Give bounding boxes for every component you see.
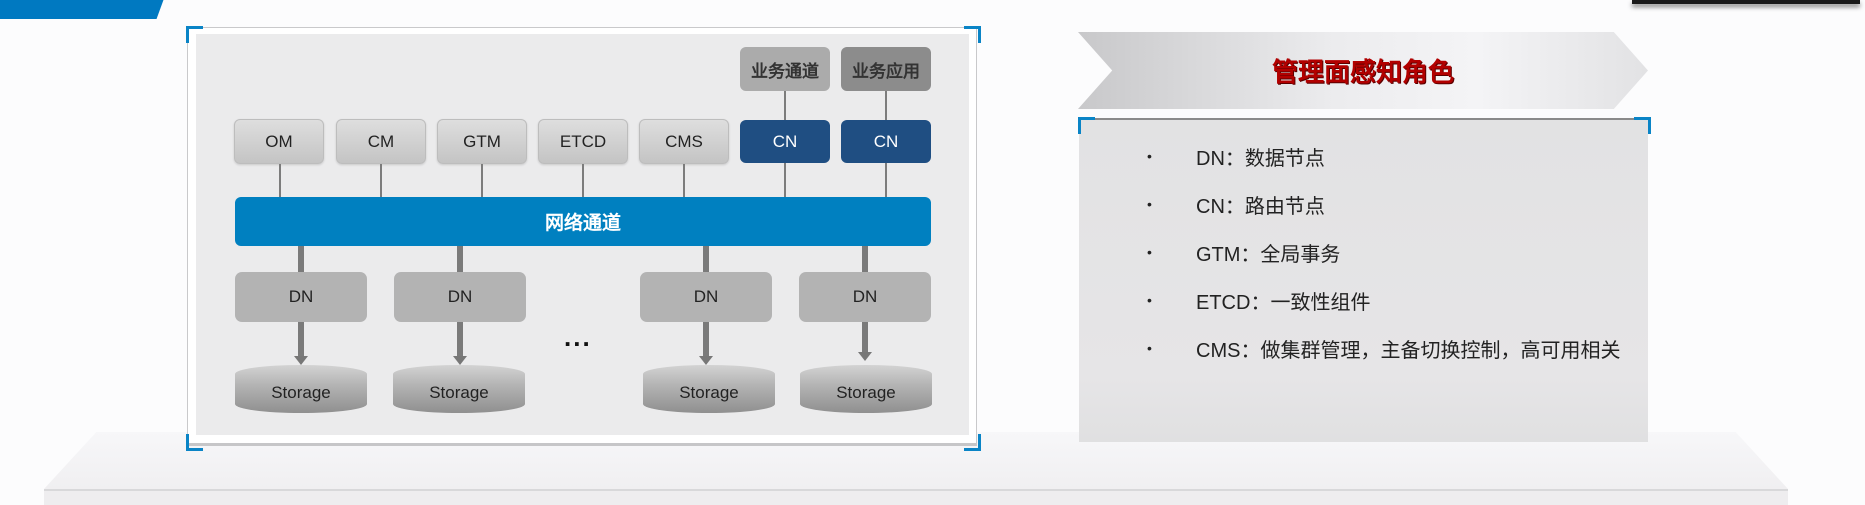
bullet-icon: • <box>1147 244 1152 260</box>
dn-node: DN <box>640 272 772 322</box>
panel-title: 管理面感知角色 <box>1271 57 1454 87</box>
list-item-text: CN：路由节点 <box>1196 195 1325 218</box>
cn-node: CN <box>841 120 931 163</box>
connector-line <box>784 91 786 120</box>
list-item: • CN：路由节点 <box>1145 180 1620 228</box>
business-channel-node: 业务通道 <box>740 47 830 91</box>
connector-line <box>703 246 709 272</box>
cm-node: CM <box>336 119 426 164</box>
title-chevron-banner <box>1078 32 1648 109</box>
connector-line <box>582 164 584 197</box>
panel-corner-tr <box>1634 117 1651 134</box>
top-right-dark-bar <box>1632 0 1860 4</box>
arrow-shaft <box>703 322 709 356</box>
list-item: • CMS：做集群管理，主备切换控制，高可用相关 <box>1145 324 1620 372</box>
connector-line <box>279 164 281 197</box>
list-item-text: GTM：全局事务 <box>1196 243 1341 266</box>
arrow-shaft <box>862 322 868 352</box>
list-item: • ETCD：一致性组件 <box>1145 276 1620 324</box>
dn-node: DN <box>235 272 367 322</box>
frame-corner-bl <box>186 434 203 451</box>
frame-corner-tl <box>186 26 203 43</box>
cn-node: CN <box>740 120 830 163</box>
connector-line <box>457 246 463 272</box>
bullet-icon: • <box>1147 196 1152 212</box>
arrow-shaft <box>298 322 304 356</box>
connector-line <box>298 246 304 272</box>
platform-edge <box>44 489 1788 505</box>
header-accent-bar <box>0 0 155 19</box>
om-node: OM <box>234 119 324 164</box>
dn-node: DN <box>394 272 526 322</box>
arrow-down-icon <box>858 352 872 361</box>
gtm-node: GTM <box>437 119 527 164</box>
roles-list: •DN：数据节点 •CN：路由节点 •GTM：全局事务 •ETCD：一致性组件 … <box>1145 132 1620 372</box>
network-channel-bar: 网络通道 <box>235 197 931 246</box>
connector-line <box>380 164 382 197</box>
connector-line <box>683 164 685 197</box>
connector-line <box>885 163 887 197</box>
bullet-icon: • <box>1147 148 1152 164</box>
storage-cylinder: Storage <box>643 365 775 413</box>
list-item-text: DN：数据节点 <box>1196 147 1325 170</box>
storage-cylinder: Storage <box>800 365 932 413</box>
bullet-icon: • <box>1147 292 1152 308</box>
list-item: • GTM：全局事务 <box>1145 228 1620 276</box>
list-item-text: ETCD：一致性组件 <box>1196 291 1371 314</box>
etcd-node: ETCD <box>538 119 628 164</box>
frame-corner-tr <box>964 26 981 43</box>
cms-node: CMS <box>639 119 729 164</box>
business-application-node: 业务应用 <box>841 47 931 91</box>
dn-node: DN <box>799 272 931 322</box>
list-item-text: CMS：做集群管理，主备切换控制，高可用相关 <box>1196 339 1621 362</box>
connector-line <box>481 164 483 197</box>
connector-line <box>862 246 868 272</box>
storage-cylinder: Storage <box>393 365 525 413</box>
more-nodes-ellipsis: ... <box>564 322 592 352</box>
connector-line <box>784 163 786 197</box>
panel-corner-tl <box>1078 117 1095 134</box>
arrow-down-icon <box>699 356 713 365</box>
arrow-down-icon <box>453 356 467 365</box>
frame-corner-br <box>964 434 981 451</box>
roles-info-panel <box>1079 118 1648 442</box>
arrow-down-icon <box>294 356 308 365</box>
storage-cylinder: Storage <box>235 365 367 413</box>
bullet-icon: • <box>1147 340 1152 356</box>
list-item: • DN：数据节点 <box>1145 132 1620 180</box>
arrow-shaft <box>457 322 463 356</box>
connector-line <box>885 91 887 120</box>
